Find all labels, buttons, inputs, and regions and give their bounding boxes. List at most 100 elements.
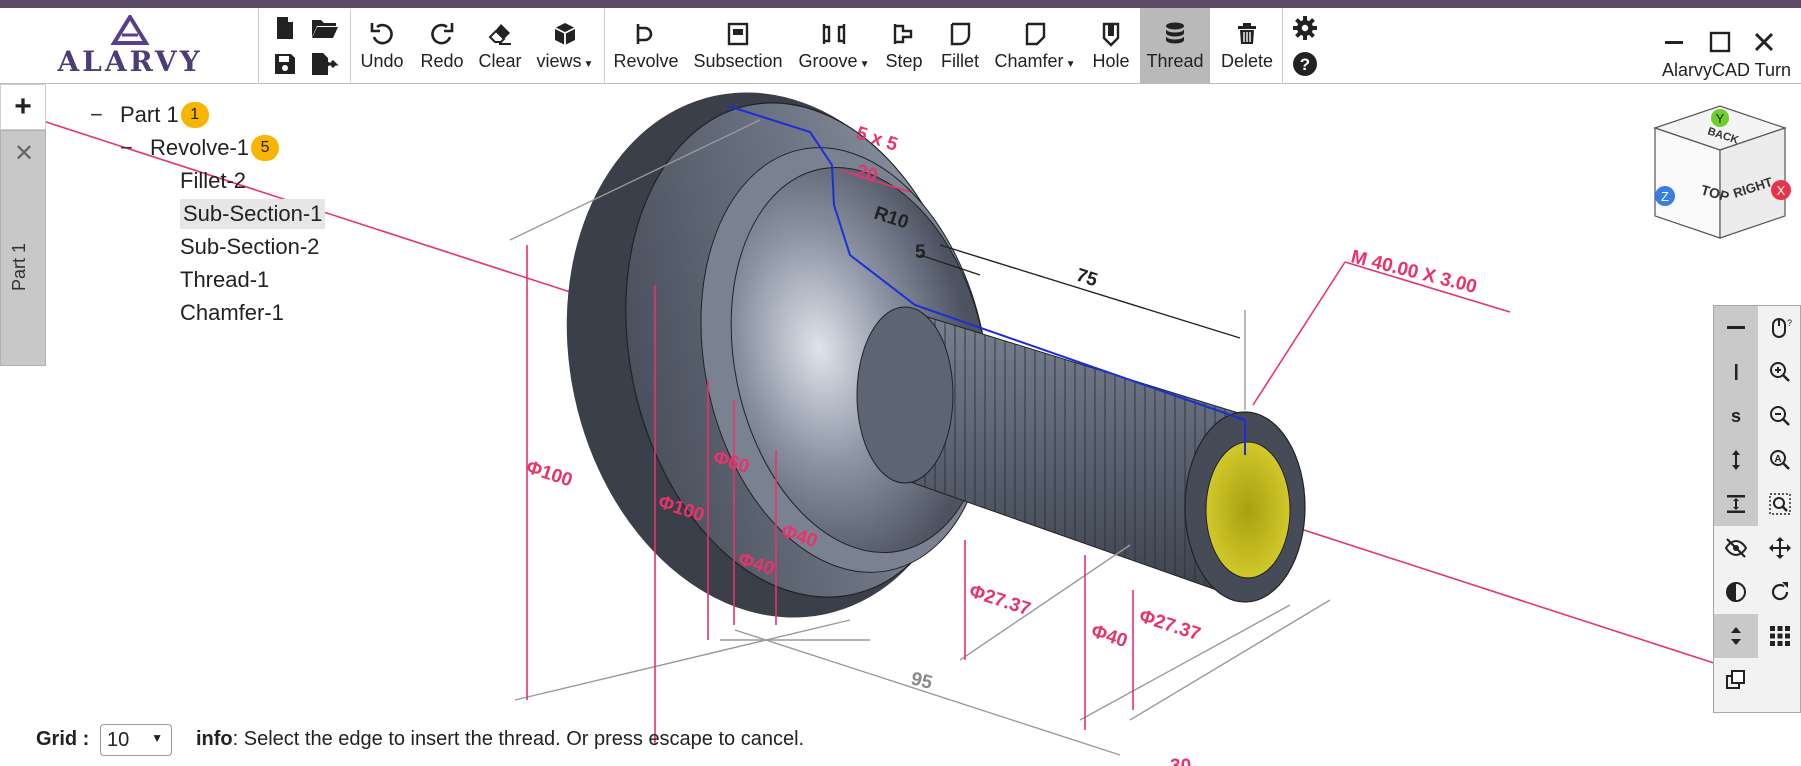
close-window-button[interactable] (1746, 24, 1782, 60)
count-badge: 5 (251, 135, 280, 161)
groove-dropdown[interactable]: Groove▼ (794, 8, 874, 84)
cad-viewport[interactable]: M 40.00 X 3.00 Φ100 Φ100 Φ60 Φ40 Φ40 Φ27… (0, 84, 1801, 766)
zoom-window-button[interactable] (1758, 482, 1801, 526)
hole-button[interactable]: Hole (1086, 8, 1136, 84)
redo-button[interactable]: Redo (414, 8, 470, 84)
chamfer-icon (1025, 22, 1046, 45)
sketch-profile[interactable] (727, 105, 1246, 455)
zoom-window-icon (1769, 493, 1791, 515)
info-message: info: Select the edge to insert the thre… (196, 728, 804, 751)
tree-item-part[interactable]: − Part 1 1 (90, 100, 209, 130)
grid-icon (1770, 626, 1790, 646)
step-icon (893, 23, 913, 44)
save-button[interactable] (268, 48, 302, 80)
settings-button[interactable] (1288, 12, 1322, 44)
axis-y-marker (1711, 109, 1729, 127)
bore-face[interactable] (1205, 441, 1291, 579)
collapse-icon[interactable]: − (90, 102, 103, 127)
black-dimension-lines (919, 244, 1241, 339)
subsection-button[interactable]: Subsection (688, 8, 788, 84)
zoom-out-button[interactable] (1758, 394, 1801, 438)
folder-open-icon (312, 20, 338, 38)
clear-button[interactable]: Clear (472, 8, 528, 84)
chamfer-label: Chamfer (994, 50, 1064, 71)
tree-item-sub-section-1[interactable]: Sub-Section-1 (180, 199, 326, 229)
grid-size-select[interactable]: 10 ▼ (100, 724, 172, 756)
section-toggle-button[interactable] (1714, 614, 1758, 658)
count-badge: 1 (180, 102, 209, 128)
new-file-icon (277, 17, 293, 39)
part-tab-label: Part 1 (9, 242, 29, 291)
revolve-icon (636, 23, 653, 44)
contrast-button[interactable] (1714, 570, 1758, 614)
delete-button[interactable]: Delete (1216, 8, 1278, 84)
cube-icon (554, 22, 576, 45)
tree-item-sub-section-2[interactable]: Sub-Section-2 (180, 234, 320, 259)
fillet-button[interactable]: Fillet (934, 8, 986, 84)
minimize-button[interactable] (1656, 24, 1692, 60)
new-file-button[interactable] (268, 12, 302, 44)
thread-spec-label: M 40.00 X 3.00 (1349, 246, 1479, 298)
axis-z-marker (1655, 186, 1675, 206)
rotate-button[interactable] (1758, 570, 1801, 614)
grid-toggle-button[interactable] (1758, 614, 1801, 658)
tree-item-revolve[interactable]: − Revolve-1 5 (120, 133, 280, 163)
help-icon: ? (1293, 52, 1317, 76)
toggle-visibility-button[interactable] (1714, 526, 1758, 570)
fillet-label: Fillet (940, 50, 979, 71)
copy-view-button[interactable] (1714, 658, 1758, 702)
dim-length-95: 95 (909, 668, 935, 694)
axis-x-label: X (1777, 183, 1786, 198)
part-tab[interactable]: ✕ Part 1 (0, 130, 46, 366)
vertical-arrow-button[interactable] (1714, 438, 1758, 482)
step-button[interactable]: Step (880, 8, 928, 84)
zoom-fit-button[interactable]: A (1758, 438, 1801, 482)
viewcube-top-label: TOP (1699, 182, 1731, 205)
vertical-line-button[interactable] (1714, 350, 1758, 394)
thread-button[interactable]: Thread (1140, 8, 1210, 84)
status-bar: Grid : 10 ▼ info: Select the edge to ins… (0, 712, 1801, 766)
redo-label: Redo (420, 50, 464, 71)
export-icon (312, 53, 339, 75)
shaft-root-face[interactable] (856, 306, 954, 484)
rotate-icon (1771, 582, 1789, 601)
add-part-button[interactable]: + (0, 84, 46, 130)
grid-label: Grid : (36, 728, 90, 750)
horizontal-line-icon (1727, 326, 1745, 329)
export-button[interactable] (308, 48, 342, 80)
dim-diameter-2737a: Φ27.37 (966, 581, 1033, 620)
subsection-icon (727, 22, 749, 45)
dim-diameter-40c: Φ40 (1088, 621, 1129, 652)
close-tab-button[interactable]: ✕ (13, 139, 35, 167)
spline-tool-button[interactable]: s (1714, 394, 1758, 438)
mouse-help-button[interactable]: ? (1758, 306, 1801, 350)
zoom-out-icon (1770, 406, 1790, 426)
tree-item-thread-1[interactable]: Thread-1 (180, 267, 270, 292)
thread-grooves[interactable] (905, 310, 1245, 600)
info-label: info (196, 728, 233, 750)
zoom-in-button[interactable] (1758, 350, 1801, 394)
delete-label: Delete (1220, 50, 1274, 71)
maximize-button[interactable] (1702, 24, 1738, 60)
undo-button[interactable]: Undo (354, 8, 410, 84)
spline-icon: s (1731, 406, 1741, 426)
fillet-icon (950, 22, 971, 45)
viewcube-right-face[interactable] (1719, 127, 1786, 239)
line-tool-button[interactable] (1714, 306, 1758, 350)
pan-button[interactable] (1758, 526, 1801, 570)
distance-tool-button[interactable] (1714, 482, 1758, 526)
help-button[interactable]: ? (1288, 48, 1322, 80)
3d-part-scene[interactable]: M 40.00 X 3.00 Φ100 Φ100 Φ60 Φ40 Φ40 Φ27… (0, 84, 1801, 766)
file-buttons (262, 10, 351, 82)
view-cube[interactable]: TOP RIGHT BACK Y Z X (1645, 98, 1795, 248)
open-file-button[interactable] (308, 12, 342, 44)
views-dropdown[interactable]: views▼ (532, 8, 598, 84)
revolve-button[interactable]: Revolve (612, 8, 680, 84)
tree-item-chamfer-1[interactable]: Chamfer-1 (180, 300, 284, 325)
collapse-icon[interactable]: − (120, 135, 133, 160)
axis-z-label: Z (1661, 189, 1669, 204)
chamfer-dropdown[interactable]: Chamfer▼ (990, 8, 1080, 84)
tree-item-fillet-2[interactable]: Fillet-2 (180, 168, 247, 193)
views-label: views (536, 50, 582, 71)
